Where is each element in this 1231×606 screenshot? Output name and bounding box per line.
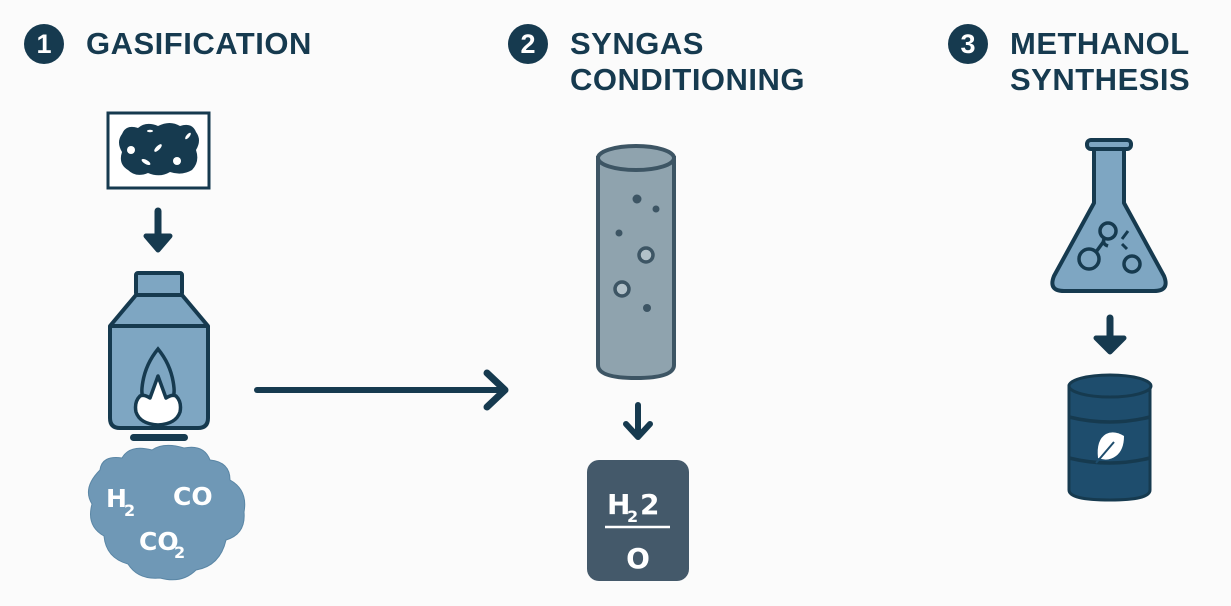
gas-cloud-icon (87, 444, 246, 581)
flame-icon (133, 346, 183, 427)
step-1-title: GASIFICATION (86, 26, 312, 62)
arrow-down-icon (1093, 314, 1127, 355)
step-2-header: 2 SYNGAS CONDITIONING (508, 24, 805, 98)
svg-text:2: 2 (640, 488, 659, 521)
svg-text:2: 2 (627, 507, 638, 526)
step-2-title-line-1: SYNGAS (570, 26, 704, 61)
arrow-right-icon (254, 369, 509, 411)
flask-icon (1050, 138, 1168, 293)
svg-text:H: H (607, 488, 630, 521)
step-3-title-line-2: SYNTHESIS (1010, 62, 1191, 97)
molecule-icon (1077, 221, 1142, 274)
step-3-badge: 3 (948, 24, 988, 64)
step-3-header: 3 METHANOL SYNTHESIS (948, 24, 1190, 98)
step-3-title-line-1: METHANOL (1010, 26, 1190, 61)
column-reactor-icon (596, 144, 676, 381)
gas-co-label: CO (173, 482, 213, 511)
svg-text:CO: CO (139, 527, 179, 556)
step-2-badge: 2 (508, 24, 548, 64)
step-2-title-line-2: CONDITIONING (570, 62, 806, 97)
step-1-badge: 1 (24, 24, 64, 64)
step-1-title-line: GASIFICATION (86, 26, 312, 61)
gas-h2-label: H 2 (106, 484, 135, 520)
feedstock-icon (106, 111, 211, 190)
leaf-icon (1095, 432, 1124, 464)
ratio-numerator: H 2 2 (607, 488, 659, 526)
gas-co2-label: CO 2 (139, 527, 185, 562)
svg-text:2: 2 (124, 501, 135, 520)
arrow-down-icon (623, 402, 653, 440)
ratio-box-icon (587, 460, 689, 581)
gasifier-icon (108, 271, 210, 441)
svg-text:H: H (106, 484, 127, 513)
step-3-title: METHANOL SYNTHESIS (1010, 26, 1190, 98)
svg-text:2: 2 (174, 543, 185, 562)
ratio-denominator: O (626, 542, 650, 575)
arrow-down-icon (143, 207, 173, 253)
step-2-title: SYNGAS CONDITIONING (570, 26, 805, 98)
step-1-header: 1 GASIFICATION (24, 24, 312, 64)
